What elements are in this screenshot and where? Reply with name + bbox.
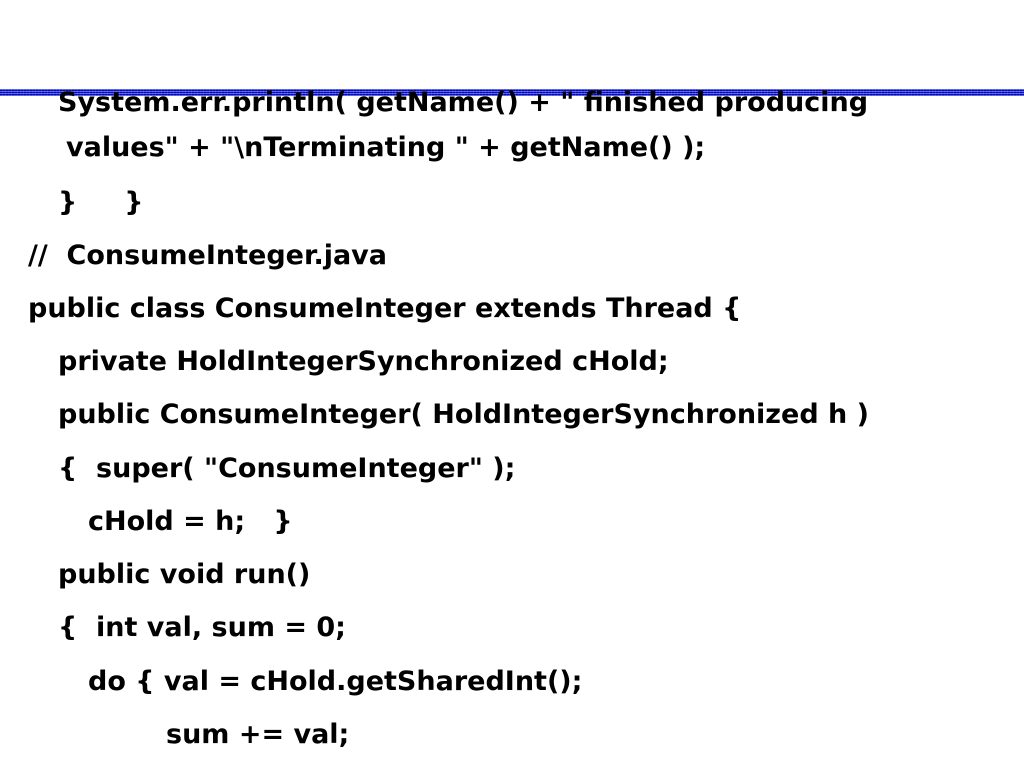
code-line-13: sum += val; (166, 719, 350, 750)
code-line-11: { int val, sum = 0; (58, 612, 346, 643)
code-line-12: do { val = cHold.getSharedInt(); (88, 666, 583, 697)
code-line-5: public class ConsumeInteger extends Thre… (28, 293, 742, 324)
code-line-8: { super( "ConsumeInteger" ); (58, 453, 516, 484)
code-line-2: values" + "\nTerminating " + getName() )… (66, 132, 706, 163)
code-line-7: public ConsumeInteger( HoldIntegerSynchr… (58, 399, 870, 430)
code-line-1: System.err.println( getName() + " finish… (58, 87, 869, 118)
code-line-10: public void run() (58, 559, 311, 590)
code-line-4: // ConsumeInteger.java (28, 240, 387, 271)
code-line-3: } } (58, 187, 144, 218)
code-line-6: private HoldIntegerSynchronized cHold; (58, 346, 669, 377)
header-rule (0, 89, 1024, 96)
code-line-9: cHold = h; } (88, 506, 293, 537)
